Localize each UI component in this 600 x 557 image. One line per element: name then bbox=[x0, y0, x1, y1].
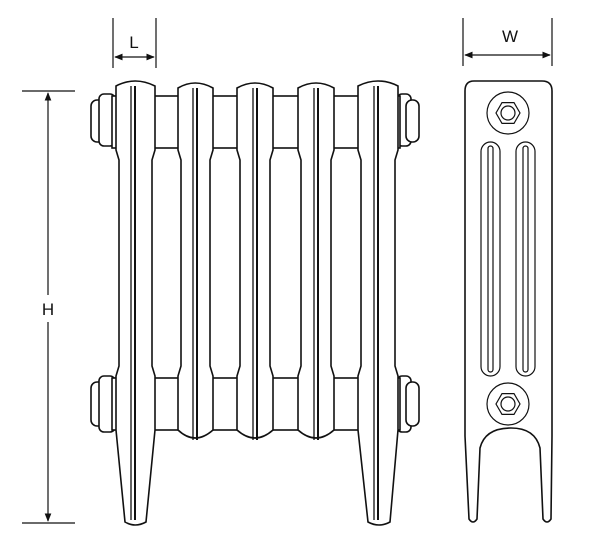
side-column-4 bbox=[522, 145, 529, 373]
top-left-connector bbox=[90, 93, 116, 147]
front-section-left-leg bbox=[115, 80, 156, 526]
front-section-3 bbox=[236, 82, 274, 440]
side-view-outline bbox=[464, 80, 553, 523]
top-hex-nut bbox=[486, 91, 530, 135]
front-section-4 bbox=[297, 82, 335, 440]
side-column-3 bbox=[487, 145, 494, 373]
side-view-columns bbox=[480, 141, 536, 377]
length-label: L bbox=[129, 33, 138, 52]
height-label: H bbox=[42, 300, 54, 319]
radiator-side-view bbox=[464, 80, 553, 523]
front-section-2 bbox=[177, 82, 214, 440]
front-section-right-leg bbox=[357, 80, 399, 526]
width-label: W bbox=[502, 27, 518, 46]
bottom-hex-nut bbox=[486, 382, 530, 426]
side-column-1 bbox=[480, 141, 501, 377]
height-dimension: H bbox=[22, 90, 75, 524]
width-dimension: W bbox=[462, 18, 553, 66]
bottom-left-connector bbox=[90, 375, 116, 433]
length-dimension: L bbox=[112, 18, 157, 68]
side-column-2 bbox=[515, 141, 536, 377]
radiator-front-view bbox=[90, 80, 420, 526]
